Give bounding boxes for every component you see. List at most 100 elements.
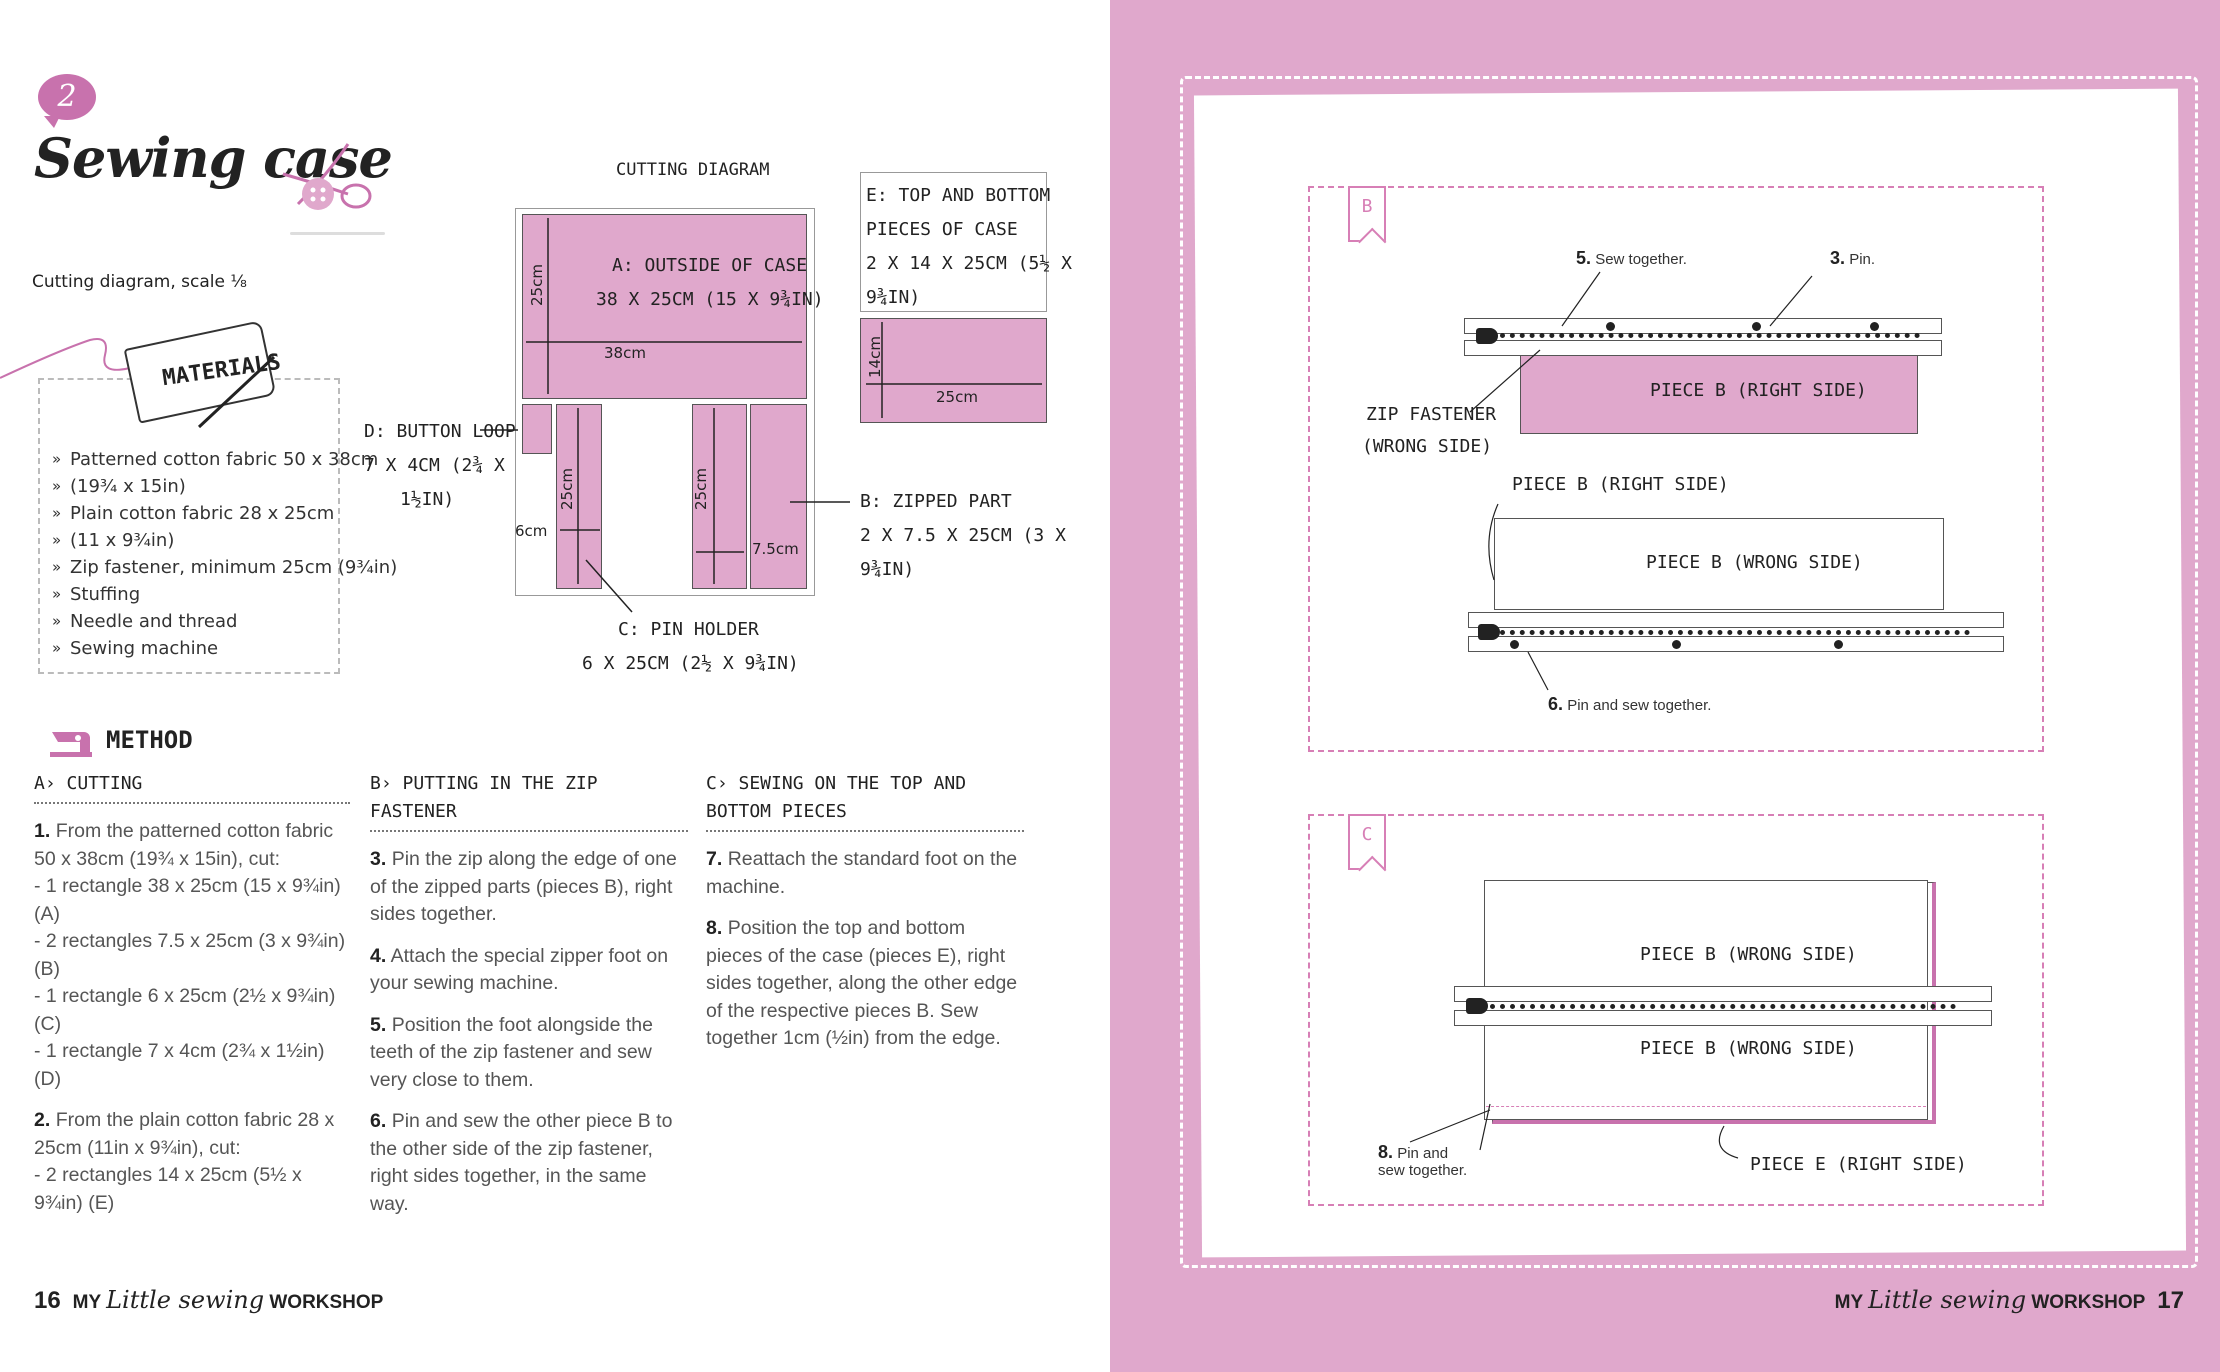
step-3: 3. Pin the zip along the edge of one of … bbox=[370, 848, 677, 925]
piece-a-height: 25cm bbox=[528, 264, 546, 306]
piece-e-size: 2 X 14 X 25CM (5½ X bbox=[866, 253, 1072, 274]
material-item: Plain cotton fabric 28 x 25cm bbox=[52, 500, 397, 527]
method-column-c: C› SEWING ON THE TOP AND BOTTOM PIECES 7… bbox=[706, 770, 1024, 1067]
chapter-badge: 2 bbox=[38, 74, 96, 128]
material-item: Needle and thread bbox=[52, 608, 397, 635]
panel-c bbox=[1308, 814, 2044, 1206]
zip-teeth bbox=[1500, 333, 1920, 338]
piece-b-wrong-top-label: PIECE B (WRONG SIDE) bbox=[1640, 944, 1857, 965]
step-4: 4. Attach the special zipper foot on you… bbox=[370, 944, 669, 995]
page-title: Sewing case bbox=[34, 126, 393, 190]
step-5: 5. Position the foot alongside the teeth… bbox=[370, 1013, 653, 1091]
piece-a bbox=[522, 214, 807, 399]
brand-left: MY Little sewing WORKSHOP bbox=[72, 1286, 384, 1314]
material-item: (19¾ x 15in) bbox=[52, 473, 397, 500]
material-item: Patterned cotton fabric 50 x 38cm bbox=[52, 446, 397, 473]
step-2: 2. From the plain cotton fabric 28 x 25c… bbox=[34, 1109, 335, 1214]
piece-c bbox=[556, 404, 602, 589]
step-6: 6. Pin and sew the other piece B to the … bbox=[370, 1110, 673, 1215]
cutting-caption: Cutting diagram, scale ⅛ bbox=[32, 272, 247, 292]
zip-pull-icon bbox=[1476, 328, 1498, 344]
piece-c-size: 6 X 25CM (2½ X 9¾IN) bbox=[582, 653, 799, 674]
panel-b bbox=[1308, 186, 2044, 752]
footer-right: MY Little sewing WORKSHOP 17 bbox=[1835, 1286, 2184, 1315]
material-item: (11 x 9¾in) bbox=[52, 527, 397, 554]
piece-d-label: D: BUTTON LOOP bbox=[364, 421, 516, 442]
piece-b-label: B: ZIPPED PART bbox=[860, 491, 1012, 512]
note-8-2: sew together. bbox=[1378, 1162, 1468, 1179]
seam-line bbox=[1486, 1106, 1926, 1107]
section-heading-zip: B› PUTTING IN THE ZIP FASTENER bbox=[370, 770, 688, 832]
piece-b-1 bbox=[692, 404, 747, 589]
sewing-machine-icon bbox=[50, 732, 92, 757]
material-item: Sewing machine bbox=[52, 635, 397, 662]
pin-dot bbox=[1606, 322, 1615, 331]
piece-b-right-label-2: PIECE B (RIGHT SIDE) bbox=[1512, 474, 1729, 495]
piece-b-size-2: 9¾IN) bbox=[860, 559, 915, 580]
zip-teeth-2 bbox=[1500, 630, 1970, 635]
zip-pull-icon bbox=[1478, 624, 1500, 640]
step-1: 1. From the patterned cotton fabric 50 x… bbox=[34, 820, 346, 1090]
pin-dot bbox=[1752, 322, 1761, 331]
panel-c-flag: C bbox=[1348, 814, 1386, 870]
zip-tape-bottom bbox=[1464, 340, 1942, 356]
piece-e-label-2: PIECES OF CASE bbox=[866, 219, 1018, 240]
piece-b-right-label: PIECE B (RIGHT SIDE) bbox=[1650, 380, 1867, 401]
step-8: 8. Position the top and bottom pieces of… bbox=[706, 917, 1018, 1049]
scissors-icon bbox=[282, 143, 372, 210]
piece-d bbox=[522, 404, 552, 454]
method-heading: METHOD bbox=[106, 726, 193, 754]
zip-fastener-label: ZIP FASTENER bbox=[1366, 404, 1497, 425]
zip-pull-icon bbox=[1466, 998, 1488, 1014]
piece-d-size: 7 X 4CM (2¾ X bbox=[364, 455, 505, 476]
piece-e bbox=[860, 318, 1047, 423]
piece-e-right-label: PIECE E (RIGHT SIDE) bbox=[1750, 1154, 1967, 1175]
thread-line bbox=[0, 338, 131, 379]
materials-list: Patterned cotton fabric 50 x 38cm (19¾ x… bbox=[52, 446, 397, 662]
piece-e-label-box bbox=[860, 172, 1047, 312]
piece-e-height: 14cm bbox=[866, 336, 884, 378]
panel-b-flag: B bbox=[1348, 186, 1386, 242]
section-heading-cutting: A› CUTTING bbox=[34, 770, 350, 804]
material-item: Stuffing bbox=[52, 581, 397, 608]
pin-dot bbox=[1870, 322, 1879, 331]
note-8: 8. Pin and bbox=[1378, 1142, 1449, 1162]
section-heading-top-bottom: C› SEWING ON THE TOP AND BOTTOM PIECES bbox=[706, 770, 1024, 832]
piece-c-label: C: PIN HOLDER bbox=[618, 619, 759, 640]
method-column-a: A› CUTTING 1. From the patterned cotton … bbox=[34, 770, 350, 1231]
piece-c-height: 25cm bbox=[558, 468, 576, 510]
piece-e-width: 25cm bbox=[936, 388, 978, 406]
method-column-b: B› PUTTING IN THE ZIP FASTENER 3. Pin th… bbox=[370, 770, 688, 1232]
page-number-right: 17 bbox=[2157, 1287, 2184, 1314]
title-underline bbox=[290, 232, 385, 235]
diagram-title: CUTTING DIAGRAM bbox=[616, 160, 770, 180]
piece-b-wrong-bottom-label: PIECE B (WRONG SIDE) bbox=[1640, 1038, 1857, 1059]
piece-e-size-2: 9¾IN) bbox=[866, 287, 921, 308]
pin-dot bbox=[1672, 640, 1681, 649]
piece-d-size-2: 1½IN) bbox=[400, 489, 455, 510]
note-3: 3. Pin. bbox=[1830, 248, 1876, 268]
note-6: 6. Pin and sew together. bbox=[1548, 694, 1712, 714]
zip-tape-top-2 bbox=[1468, 612, 2004, 628]
zip-tape-top-3 bbox=[1454, 986, 1992, 1002]
chapter-number: 2 bbox=[57, 79, 77, 114]
pin-dot bbox=[1834, 640, 1843, 649]
piece-a-width: 38cm bbox=[604, 344, 646, 362]
piece-a-size: 38 X 25CM (15 X 9¾IN) bbox=[596, 289, 824, 310]
piece-c-width: 6cm bbox=[515, 522, 548, 540]
brand-right: MY Little sewing WORKSHOP bbox=[1834, 1286, 2146, 1314]
zip-fastener-label-2: (WRONG SIDE) bbox=[1362, 436, 1493, 457]
piece-b-width: 7.5cm bbox=[752, 540, 799, 558]
material-item: Zip fastener, minimum 25cm (9¾in) bbox=[52, 554, 397, 581]
pin-dot bbox=[1510, 640, 1519, 649]
footer-left: 16 MY Little sewing WORKSHOP bbox=[34, 1286, 383, 1315]
diagram-fabric-outline bbox=[515, 208, 815, 596]
frame-stitching bbox=[1180, 76, 2198, 1268]
note-5: 5. Sew together. bbox=[1576, 248, 1687, 268]
zip-tape-bottom-2 bbox=[1468, 636, 2004, 652]
piece-e-label: E: TOP AND BOTTOM bbox=[866, 185, 1051, 206]
zip-tape-bottom-3 bbox=[1454, 1010, 1992, 1026]
piece-b-right-side bbox=[1520, 344, 1918, 434]
piece-a-label: A: OUTSIDE OF CASE bbox=[612, 255, 808, 276]
piece-b-size: 2 X 7.5 X 25CM (3 X bbox=[860, 525, 1066, 546]
